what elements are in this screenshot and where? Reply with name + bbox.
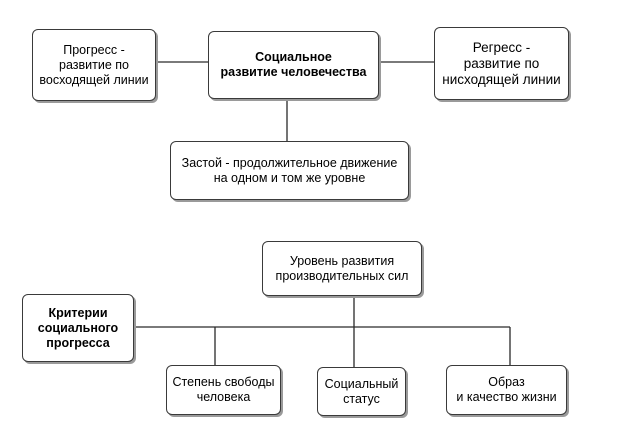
productive-forces-box: Уровень развития производительных сил (262, 241, 422, 296)
social-development-box: Социальное развитие человечества (208, 31, 379, 99)
stagnation-text: Застой - продолжительное движение на одн… (181, 155, 398, 185)
social-status-text: Социальный статус (324, 376, 399, 406)
freedom-text: Степень свободы человека (172, 375, 275, 404)
progress-box: Прогресс - развитие по восходящей линии (32, 29, 156, 101)
quality-of-life-text: Образ и качество жизни (456, 375, 557, 404)
quality-of-life-box: Образ и качество жизни (446, 365, 567, 415)
social-status-box: Социальный статус (317, 367, 406, 416)
regress-text: Регресс - развитие по нисходящей линии (442, 39, 561, 87)
social-development-text: Социальное развитие человечества (220, 50, 367, 79)
freedom-box: Степень свободы человека (166, 365, 281, 415)
regress-box: Регресс - развитие по нисходящей линии (434, 27, 569, 100)
progress-text: Прогресс - развитие по восходящей линии (39, 42, 149, 87)
stagnation-box: Застой - продолжительное движение на одн… (170, 141, 409, 200)
productive-forces-text: Уровень развития производительных сил (275, 253, 409, 283)
criteria-box: Критерии социального прогресса (22, 294, 134, 362)
criteria-text: Критерии социального прогресса (37, 305, 119, 350)
